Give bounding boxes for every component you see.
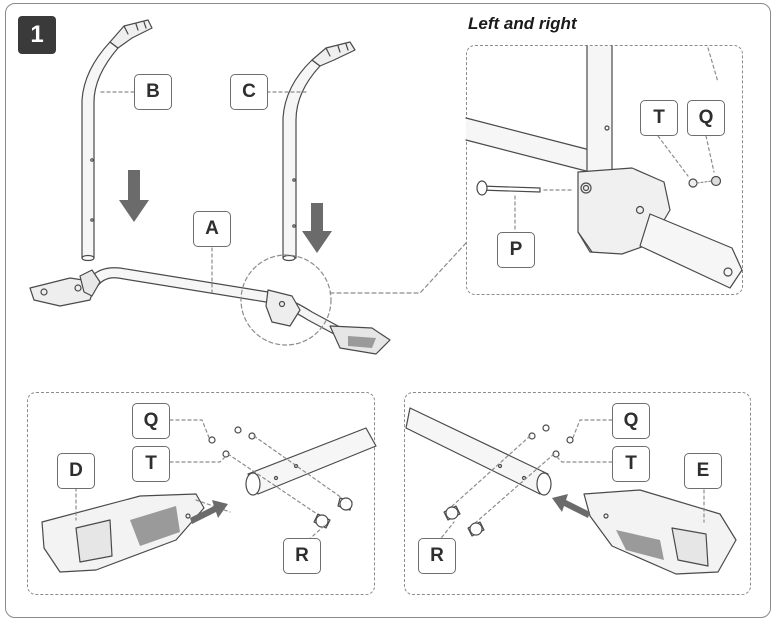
- label-q-detail: Q: [687, 100, 725, 136]
- step-number-badge: 1: [18, 16, 56, 54]
- detail-panel-left-end: [27, 392, 375, 595]
- label-d: D: [57, 453, 95, 489]
- detail-right-end-drawing: [405, 407, 737, 575]
- detail-panel-left-right: [466, 45, 743, 295]
- magnifier-circle: [240, 254, 332, 346]
- label-a: A: [193, 211, 231, 247]
- detail-panel-right-end: [404, 392, 751, 595]
- label-c: C: [230, 74, 268, 110]
- label-r-right: R: [418, 538, 456, 574]
- label-e: E: [684, 453, 722, 489]
- label-q-right: Q: [612, 403, 650, 439]
- part-b-upright-tube: [81, 19, 153, 262]
- label-p: P: [497, 232, 535, 268]
- label-q-left: Q: [132, 403, 170, 439]
- label-r-left: R: [283, 538, 321, 574]
- down-arrow-c: [302, 203, 332, 253]
- insert-arrow-left: [190, 500, 228, 524]
- detail-left-end-drawing: [41, 419, 377, 573]
- down-arrow-b: [119, 170, 149, 222]
- label-t-left: T: [132, 446, 170, 482]
- magnifier-leader: [329, 242, 467, 294]
- diagram-frame: [5, 3, 771, 618]
- insert-arrow-right: [552, 494, 590, 518]
- label-b: B: [134, 74, 172, 110]
- part-a-lower-frame: [29, 267, 391, 355]
- label-t-right: T: [612, 446, 650, 482]
- label-t-detail: T: [640, 100, 678, 136]
- part-c-upright-tube: [282, 41, 356, 262]
- detail-callout-title: Left and right: [468, 14, 577, 33]
- detail-joint-drawing: [465, 45, 743, 289]
